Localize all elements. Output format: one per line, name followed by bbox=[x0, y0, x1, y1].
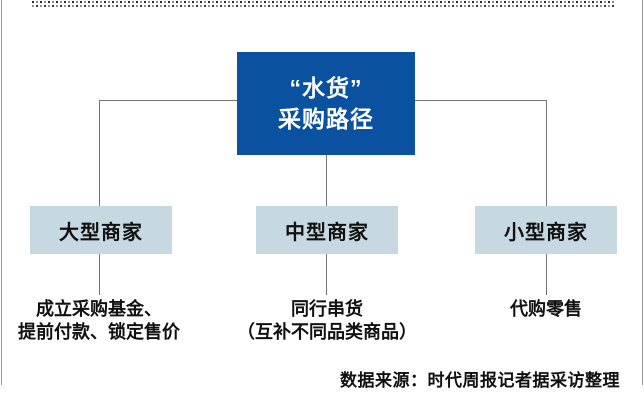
connector-stub-right bbox=[546, 254, 547, 295]
top-dotted-rule-row1 bbox=[32, 1, 614, 3]
left-border-line bbox=[1, 0, 2, 385]
branch-description-medium-merchants: 同行串货 （互补不同品类商品） bbox=[217, 298, 437, 344]
description-line: 提前付款、锁定售价 bbox=[18, 322, 180, 342]
connector-stub-middle bbox=[326, 254, 327, 295]
data-source-note: 数据来源：时代周报记者据采访整理 bbox=[340, 371, 620, 390]
root-node-box: “水货” 采购路径 bbox=[237, 52, 415, 155]
branch-node-large-merchants: 大型商家 bbox=[30, 206, 172, 254]
connector-stub-left bbox=[99, 254, 100, 295]
description-line: 成立采购基金、 bbox=[36, 299, 162, 319]
branch-node-small-merchants: 小型商家 bbox=[475, 206, 617, 254]
top-dotted-rule-row2 bbox=[32, 5, 614, 7]
description-line: 代购零售 bbox=[510, 299, 582, 319]
right-border-line bbox=[642, 0, 643, 385]
root-node-title-line2: 采购路径 bbox=[278, 105, 374, 132]
description-line: 同行串货 bbox=[291, 299, 363, 319]
branch-label: 大型商家 bbox=[59, 221, 143, 244]
branch-label: 小型商家 bbox=[504, 221, 588, 244]
branch-label: 中型商家 bbox=[285, 221, 369, 244]
branch-node-medium-merchants: 中型商家 bbox=[256, 206, 398, 254]
connector-vertical-right bbox=[546, 100, 547, 206]
connector-vertical-center bbox=[326, 155, 327, 206]
connector-vertical-left bbox=[99, 100, 100, 206]
root-node-title-line1: “水货” bbox=[289, 74, 363, 101]
branch-description-small-merchants: 代购零售 bbox=[436, 298, 644, 321]
branch-description-large-merchants: 成立采购基金、 提前付款、锁定售价 bbox=[0, 298, 209, 344]
description-line: （互补不同品类商品） bbox=[237, 322, 417, 342]
